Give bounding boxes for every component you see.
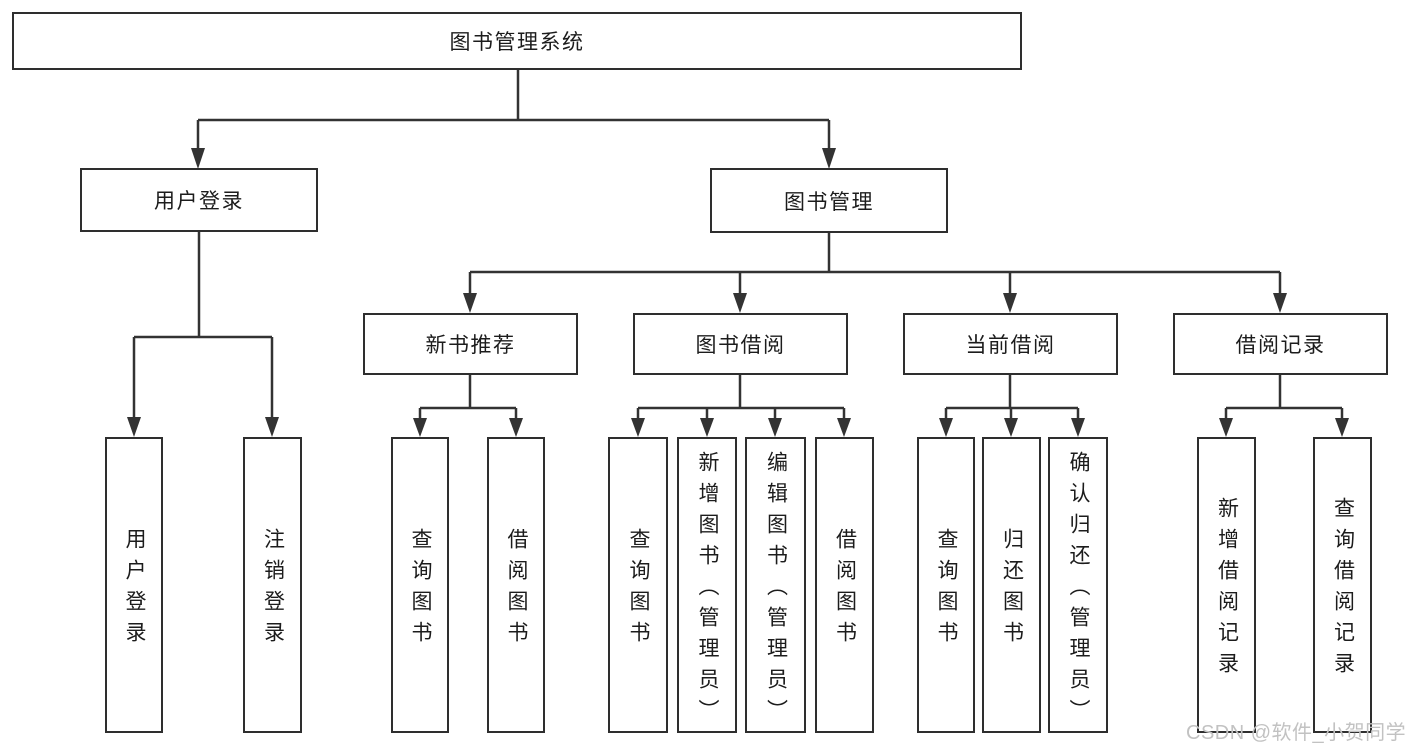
leaf-query-books-recommend: 查询图书	[391, 437, 449, 733]
leaf-query-books-current: 查询图书	[917, 437, 975, 733]
node-borrow-records: 借阅记录	[1173, 313, 1388, 375]
node-label: 借阅记录	[1235, 334, 1326, 357]
leaf-label: 查询图书	[627, 528, 650, 652]
leaf-user-login: 用户登录	[105, 437, 163, 733]
node-label: 图书借阅	[695, 334, 786, 357]
leaf-return-books: 归还图书	[982, 437, 1041, 733]
leaf-label: 查询图书	[409, 528, 432, 652]
leaf-label: 新增图书（管理员）	[696, 450, 719, 730]
leaf-add-borrow-record: 新增借阅记录	[1197, 437, 1256, 733]
leaf-label: 查询借阅记录	[1331, 497, 1355, 683]
leaf-label: 编辑图书（管理员）	[764, 450, 788, 730]
node-label: 用户登录	[154, 190, 244, 213]
node-label: 图书管理	[784, 190, 874, 214]
node-user-login: 用户登录	[80, 168, 318, 232]
leaf-borrow-books-recommend: 借阅图书	[487, 437, 545, 733]
node-label: 图书管理系统	[449, 31, 585, 54]
node-label: 当前借阅	[965, 334, 1056, 357]
leaf-query-borrow-record: 查询借阅记录	[1313, 437, 1372, 733]
leaf-query-books-borrowing: 查询图书	[608, 437, 668, 733]
leaf-label: 新增借阅记录	[1215, 497, 1239, 683]
node-new-book-recommend: 新书推荐	[363, 313, 578, 375]
node-current-borrowing: 当前借阅	[903, 313, 1118, 375]
leaf-borrow-books: 借阅图书	[815, 437, 874, 733]
leaf-label: 归还图书	[1000, 528, 1024, 652]
leaf-confirm-return-admin: 确认归还（管理员）	[1048, 437, 1108, 733]
leaf-logout: 注销登录	[243, 437, 302, 733]
leaf-label: 借阅图书	[505, 528, 528, 652]
csdn-watermark: CSDN @软件_小贺同学	[1186, 722, 1405, 744]
node-book-borrowing: 图书借阅	[633, 313, 848, 375]
node-label: 新书推荐	[425, 334, 516, 357]
node-book-management: 图书管理	[710, 168, 948, 233]
leaf-label: 查询图书	[935, 528, 958, 652]
leaf-label: 借阅图书	[833, 528, 857, 652]
leaf-label: 用户登录	[123, 528, 146, 652]
leaf-edit-books-admin: 编辑图书（管理员）	[745, 437, 806, 733]
node-library-management-system: 图书管理系统	[12, 12, 1022, 70]
leaf-add-books-admin: 新增图书（管理员）	[677, 437, 737, 733]
leaf-label: 确认归还（管理员）	[1067, 450, 1090, 730]
leaf-label: 注销登录	[261, 528, 285, 652]
